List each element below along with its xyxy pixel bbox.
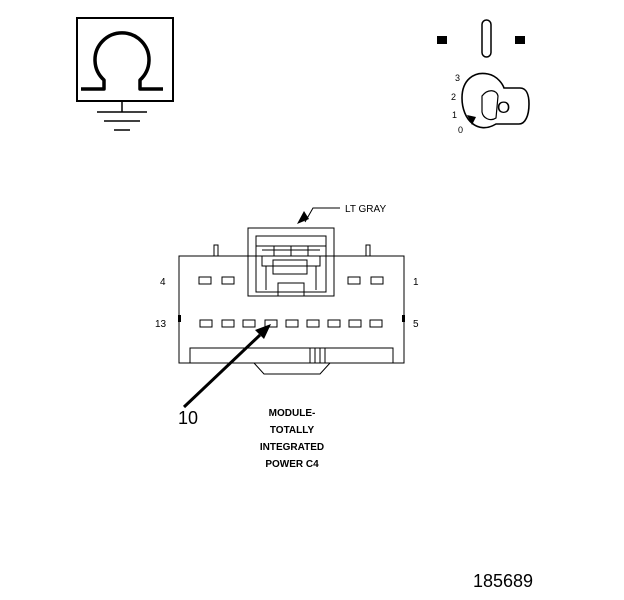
ohm-ground-symbol-icon xyxy=(76,17,174,131)
callout-number: 10 xyxy=(178,408,198,428)
cavity-10-arrow: 10 xyxy=(178,324,271,428)
key-letter: O xyxy=(497,98,510,117)
caption-line-2: TOTALLY xyxy=(270,425,315,436)
caption-line-3: INTEGRATED xyxy=(260,442,324,453)
ignition-terminal-left xyxy=(437,36,447,44)
key-position-3: 3 xyxy=(455,73,460,83)
caption-line-1: MODULE- xyxy=(269,408,316,419)
ignition-key-icon: 3 2 1 0 O xyxy=(437,19,530,135)
key-position-1: 1 xyxy=(452,110,457,120)
key-body xyxy=(461,72,530,129)
connector-latch xyxy=(247,227,335,297)
connector-housing xyxy=(178,255,405,364)
pin-label-5: 5 xyxy=(413,319,419,330)
pin-label-4: 4 xyxy=(160,277,166,288)
key-position-0: 0 xyxy=(458,125,463,135)
caption-line-4: POWER C4 xyxy=(265,459,319,470)
color-label: LT GRAY xyxy=(345,204,386,215)
ignition-terminal-center xyxy=(481,19,492,58)
figure-number: 185689 xyxy=(473,571,533,591)
key-pointer xyxy=(467,115,476,125)
color-callout: LT GRAY xyxy=(297,204,386,224)
connector-face-drawing xyxy=(178,227,405,375)
pin-label-1: 1 xyxy=(413,277,419,288)
pin-label-13: 13 xyxy=(155,319,167,330)
connector-caption: MODULE- TOTALLY INTEGRATED POWER C4 xyxy=(260,408,324,470)
key-slot xyxy=(481,90,499,121)
ignition-terminal-right xyxy=(515,36,525,44)
key-position-2: 2 xyxy=(451,92,456,102)
